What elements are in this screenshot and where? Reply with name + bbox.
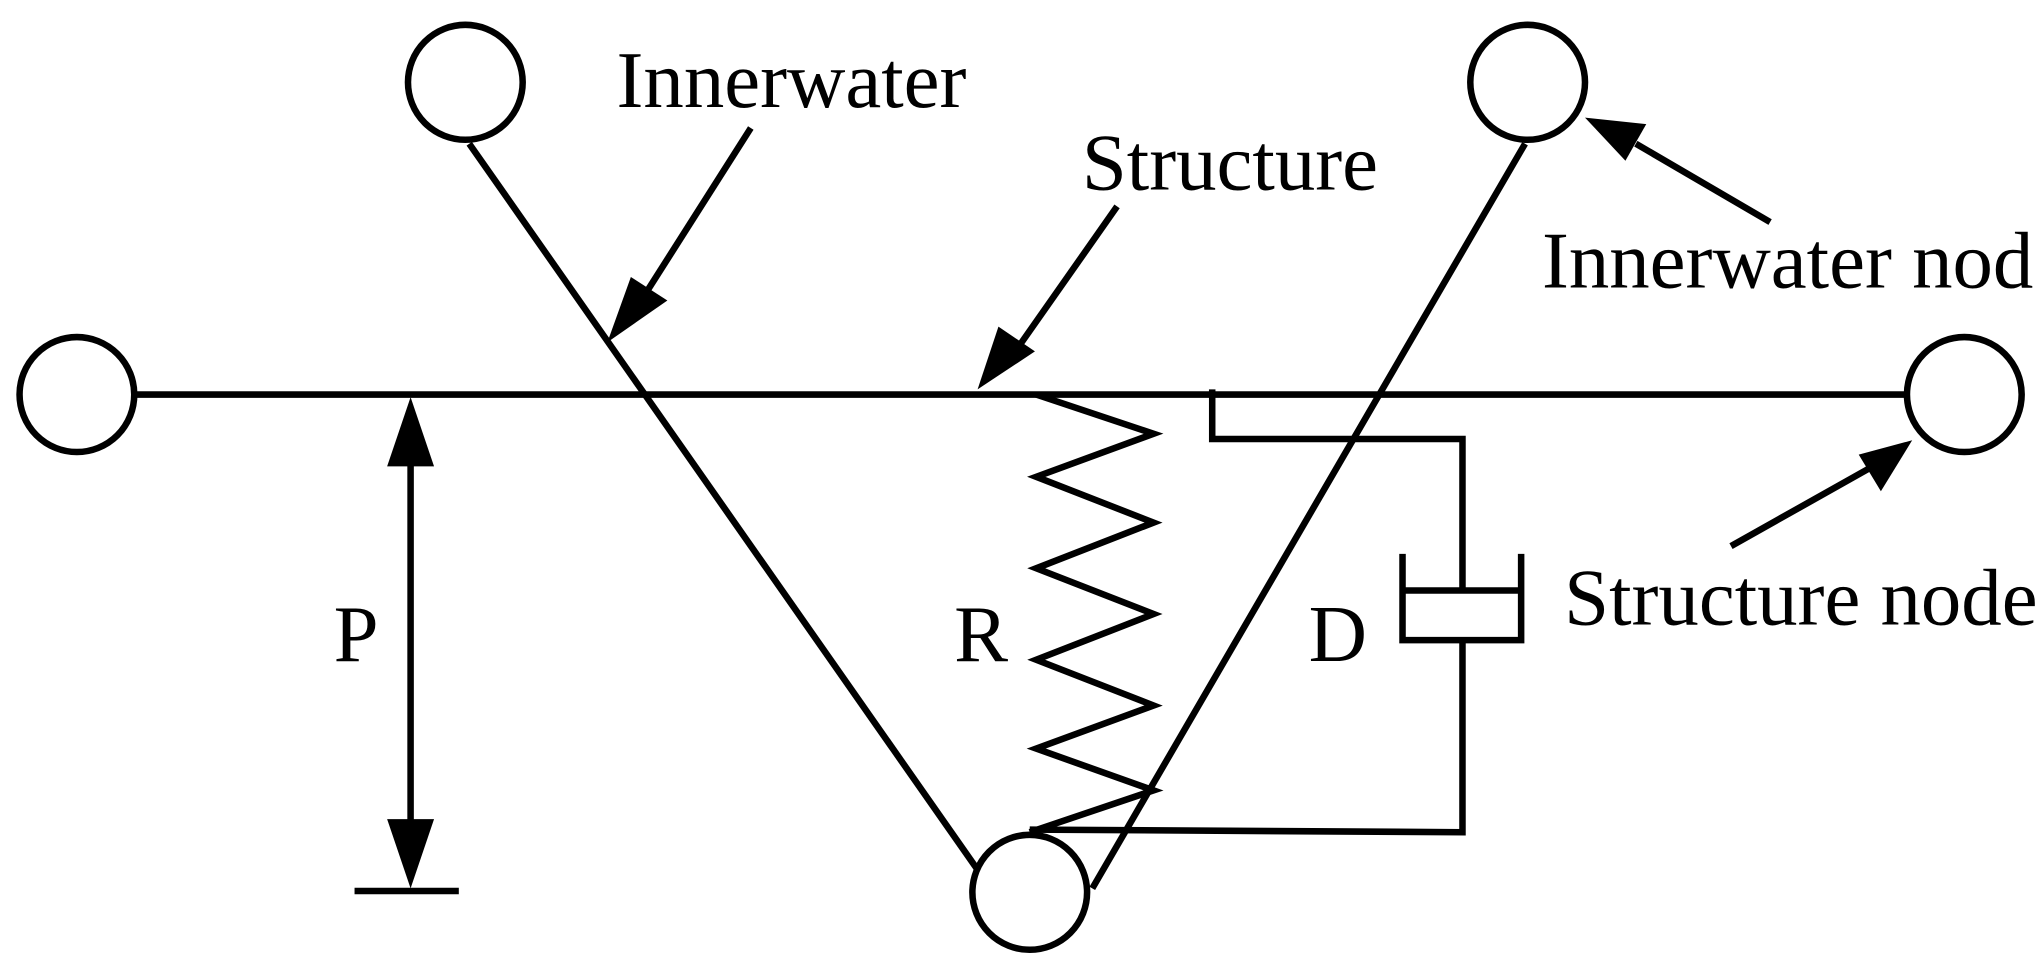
r-label: R	[954, 590, 1008, 679]
structure-node-pointer-head	[1858, 440, 1913, 492]
p-label: P	[334, 590, 379, 679]
structure-node-label: Structure node	[1564, 553, 2036, 642]
innerwater-node-top-left	[404, 21, 526, 144]
damper-upper-link	[1208, 389, 1466, 588]
bottom-node	[969, 831, 1091, 954]
innerwater-pointer-head	[607, 276, 668, 343]
p-arrow-head-down	[387, 819, 435, 889]
structure-node-right	[1903, 333, 2025, 456]
structure-node-left	[16, 333, 138, 456]
structure-label: Structure	[1082, 118, 1378, 207]
spring-r	[1026, 391, 1164, 836]
innerwater-line-left	[466, 141, 994, 891]
d-label: D	[1309, 590, 1367, 679]
p-arrow-head-up	[387, 397, 435, 467]
innerwater-node-top-right	[1467, 21, 1589, 144]
innerwater-label: Innerwater	[617, 36, 967, 125]
structure-pointer-shaft	[1015, 204, 1120, 350]
innerwater-line-right	[1089, 142, 1528, 891]
innerwater-node-pointer-shaft	[1634, 140, 1772, 225]
innerwater-node-pointer-head	[1585, 117, 1647, 161]
structure-pointer-head	[977, 326, 1035, 390]
innerwater-node-label: Innerwater node	[1542, 216, 2036, 305]
innerwater-pointer-shaft	[645, 126, 754, 292]
structure-node-pointer-shaft	[1729, 464, 1873, 549]
damper-lower-link	[1029, 640, 1466, 836]
